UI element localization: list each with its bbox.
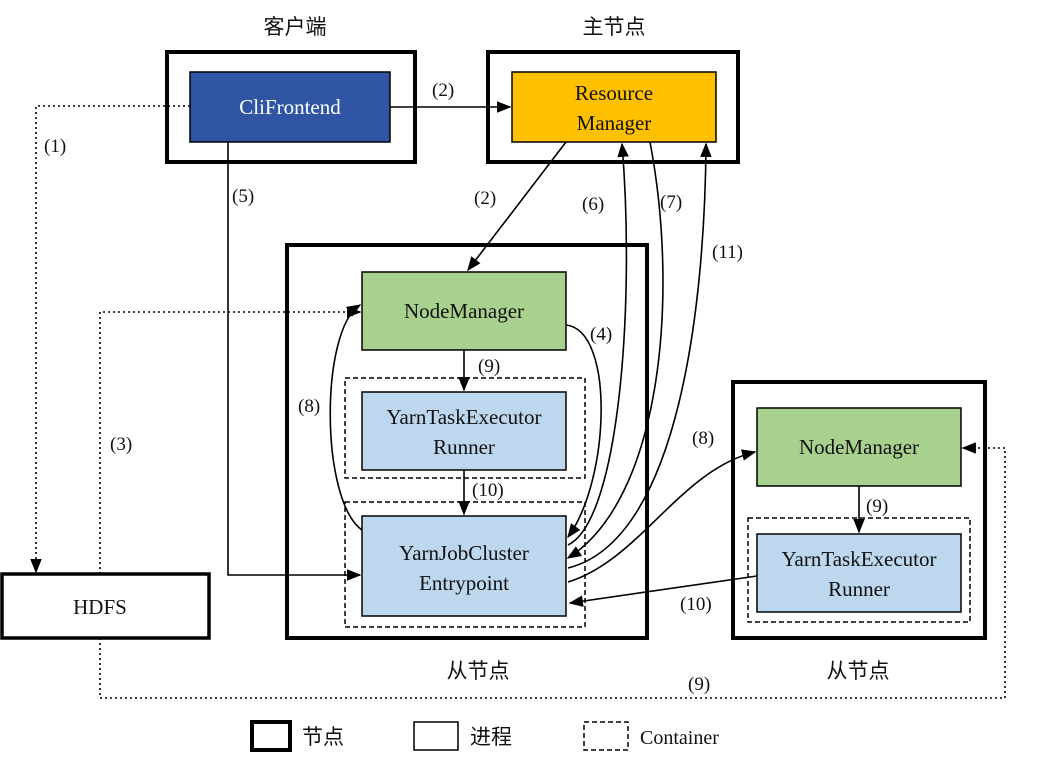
slave-node-left-label: 从节点: [447, 659, 510, 683]
arrow-step-1: [30, 105, 190, 574]
clifrontend-process: [189, 71, 391, 143]
step-label-5: (5): [232, 186, 254, 207]
step-label-6: (6): [582, 194, 604, 215]
client-node-label: 客户端: [264, 15, 327, 39]
taskexecutor-left-label-line1: YarnTaskExecutor: [386, 405, 541, 429]
taskexecutor-right-process: [756, 533, 962, 613]
step-label-4: (4): [590, 324, 612, 345]
arrow-step-3: [99, 306, 362, 574]
step-label-2a: (2): [432, 80, 454, 101]
step-label-9c: (9): [688, 674, 710, 695]
nodemanager-left-label: NodeManager: [404, 299, 524, 323]
legend-process-swatch: [413, 721, 459, 751]
arrow-step-9c: [99, 442, 1006, 699]
taskexecutor-right-label-line2: Runner: [828, 577, 890, 601]
step-label-10a: (10): [472, 480, 504, 501]
step-label-1: (1): [44, 136, 66, 157]
slave-node-right-label: 从节点: [827, 659, 890, 683]
step-label-3: (3): [110, 434, 132, 455]
legend-container-swatch: [583, 721, 629, 751]
step-label-9a: (9): [478, 356, 500, 377]
arrow-step-6: [567, 142, 629, 546]
legend-node-swatch: [250, 720, 292, 752]
arrow-step-11: [567, 142, 712, 569]
slave-node-left: [285, 243, 649, 640]
arrow-step-8b: [567, 449, 757, 583]
arrow-step-8a: [329, 304, 363, 531]
arrow-step-10b: [568, 575, 758, 607]
legend-node-label: 节点: [302, 725, 344, 749]
nodemanager-left-process: [361, 271, 567, 351]
legend-process-label: 进程: [470, 725, 512, 749]
hdfs-process: [0, 572, 211, 640]
master-node-label: 主节点: [583, 15, 646, 39]
nodemanager-right-process: [756, 407, 962, 487]
resourcemanager-label-line2: Manager: [577, 111, 652, 135]
legend-container-label: Container: [640, 727, 719, 749]
step-label-9b: (9): [866, 496, 888, 517]
clifrontend-label: CliFrontend: [239, 95, 341, 119]
step-label-8b: (8): [692, 428, 714, 449]
step-label-8a: (8): [298, 396, 320, 417]
nodemanager-right-label: NodeManager: [799, 435, 919, 459]
step-label-2b: (2): [474, 188, 496, 209]
hdfs-label: HDFS: [73, 595, 127, 619]
slave-node-right: [731, 380, 987, 640]
entrypoint-process: [361, 515, 567, 617]
arrow-step-5: [227, 142, 362, 581]
step-label-11: (11): [712, 242, 743, 263]
taskexecutor-left-process: [361, 391, 567, 471]
taskexecutor-left-label-line2: Runner: [433, 435, 495, 459]
arrow-step-2b: [467, 141, 567, 272]
entrypoint-label-line2: Entrypoint: [419, 571, 509, 595]
step-label-7: (7): [660, 192, 682, 213]
resourcemanager-label-line1: Resource: [575, 81, 653, 105]
arrow-step-4: [565, 324, 602, 539]
container-te-right: [747, 517, 971, 623]
entrypoint-label-line1: YarnJobCluster: [399, 541, 529, 565]
resourcemanager-process: [511, 71, 717, 143]
taskexecutor-right-label-line1: YarnTaskExecutor: [781, 547, 936, 571]
step-label-10b: (10): [680, 594, 712, 615]
arrow-step-7: [566, 141, 664, 559]
